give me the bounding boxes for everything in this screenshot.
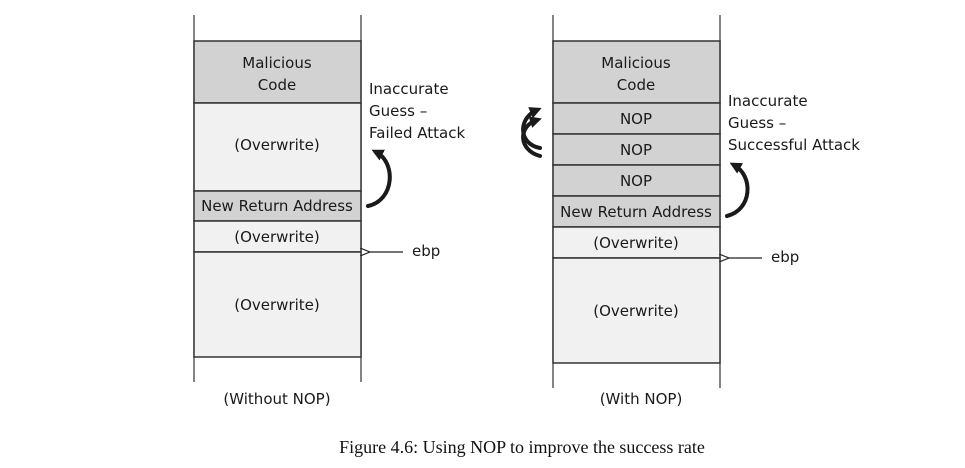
figure-caption: Figure 4.6: Using NOP to improve the suc… <box>339 437 705 457</box>
left-annotation-line1: Inaccurate <box>369 80 449 98</box>
right-return-address-label: New Return Address <box>560 203 712 221</box>
right-return-address-block <box>552 195 721 228</box>
left-overwrite-top-block <box>193 102 362 192</box>
right-overwrite-bottom-label: (Overwrite) <box>593 302 679 320</box>
nop-slide-arrow-2 <box>521 116 542 158</box>
left-return-address-block <box>193 190 362 222</box>
right-diagram-caption: (With NOP) <box>600 390 683 408</box>
right-nop-block-1 <box>552 102 721 135</box>
left-overwrite-bottom-block <box>193 251 362 358</box>
left-jump-arrow <box>366 149 392 208</box>
left-stack-diagram: Malicious Code (Overwrite) New Return Ad… <box>193 15 465 408</box>
left-ebp-label: ebp <box>412 242 440 260</box>
right-malicious-label-line2: Code <box>617 76 655 94</box>
right-overwrite-bottom-block <box>552 257 721 364</box>
right-nop-label-2: NOP <box>620 141 652 159</box>
right-annotation-line1: Inaccurate <box>728 92 808 110</box>
right-jump-arrow <box>725 162 750 218</box>
right-annotation-line2: Guess – <box>728 114 786 132</box>
right-nop-label-1: NOP <box>620 110 652 128</box>
right-nop-block-2 <box>552 133 721 166</box>
left-annotation-line3: Failed Attack <box>369 124 465 142</box>
left-annotation-line2: Guess – <box>369 102 427 120</box>
left-overwrite-bottom-label: (Overwrite) <box>234 296 320 314</box>
left-overwrite-mid-block <box>193 220 362 253</box>
left-overwrite-top-label: (Overwrite) <box>234 136 320 154</box>
left-malicious-code-block <box>193 40 362 104</box>
left-overwrite-mid-label: (Overwrite) <box>234 228 320 246</box>
right-overwrite-mid-label: (Overwrite) <box>593 234 679 252</box>
right-nop-label-3: NOP <box>620 172 652 190</box>
right-ebp-label: ebp <box>771 248 799 266</box>
right-nop-block-3 <box>552 164 721 197</box>
right-annotation-line3: Successful Attack <box>728 136 860 154</box>
right-stack-diagram: Malicious Code NOP NOP NOP New Return Ad… <box>521 15 860 408</box>
left-malicious-label-line1: Malicious <box>242 54 312 72</box>
left-diagram-caption: (Without NOP) <box>223 390 330 408</box>
left-return-address-label: New Return Address <box>201 197 353 215</box>
right-malicious-code-block <box>552 40 721 104</box>
right-overwrite-mid-block <box>552 226 721 259</box>
right-malicious-label-line1: Malicious <box>601 54 671 72</box>
left-malicious-label-line2: Code <box>258 76 296 94</box>
